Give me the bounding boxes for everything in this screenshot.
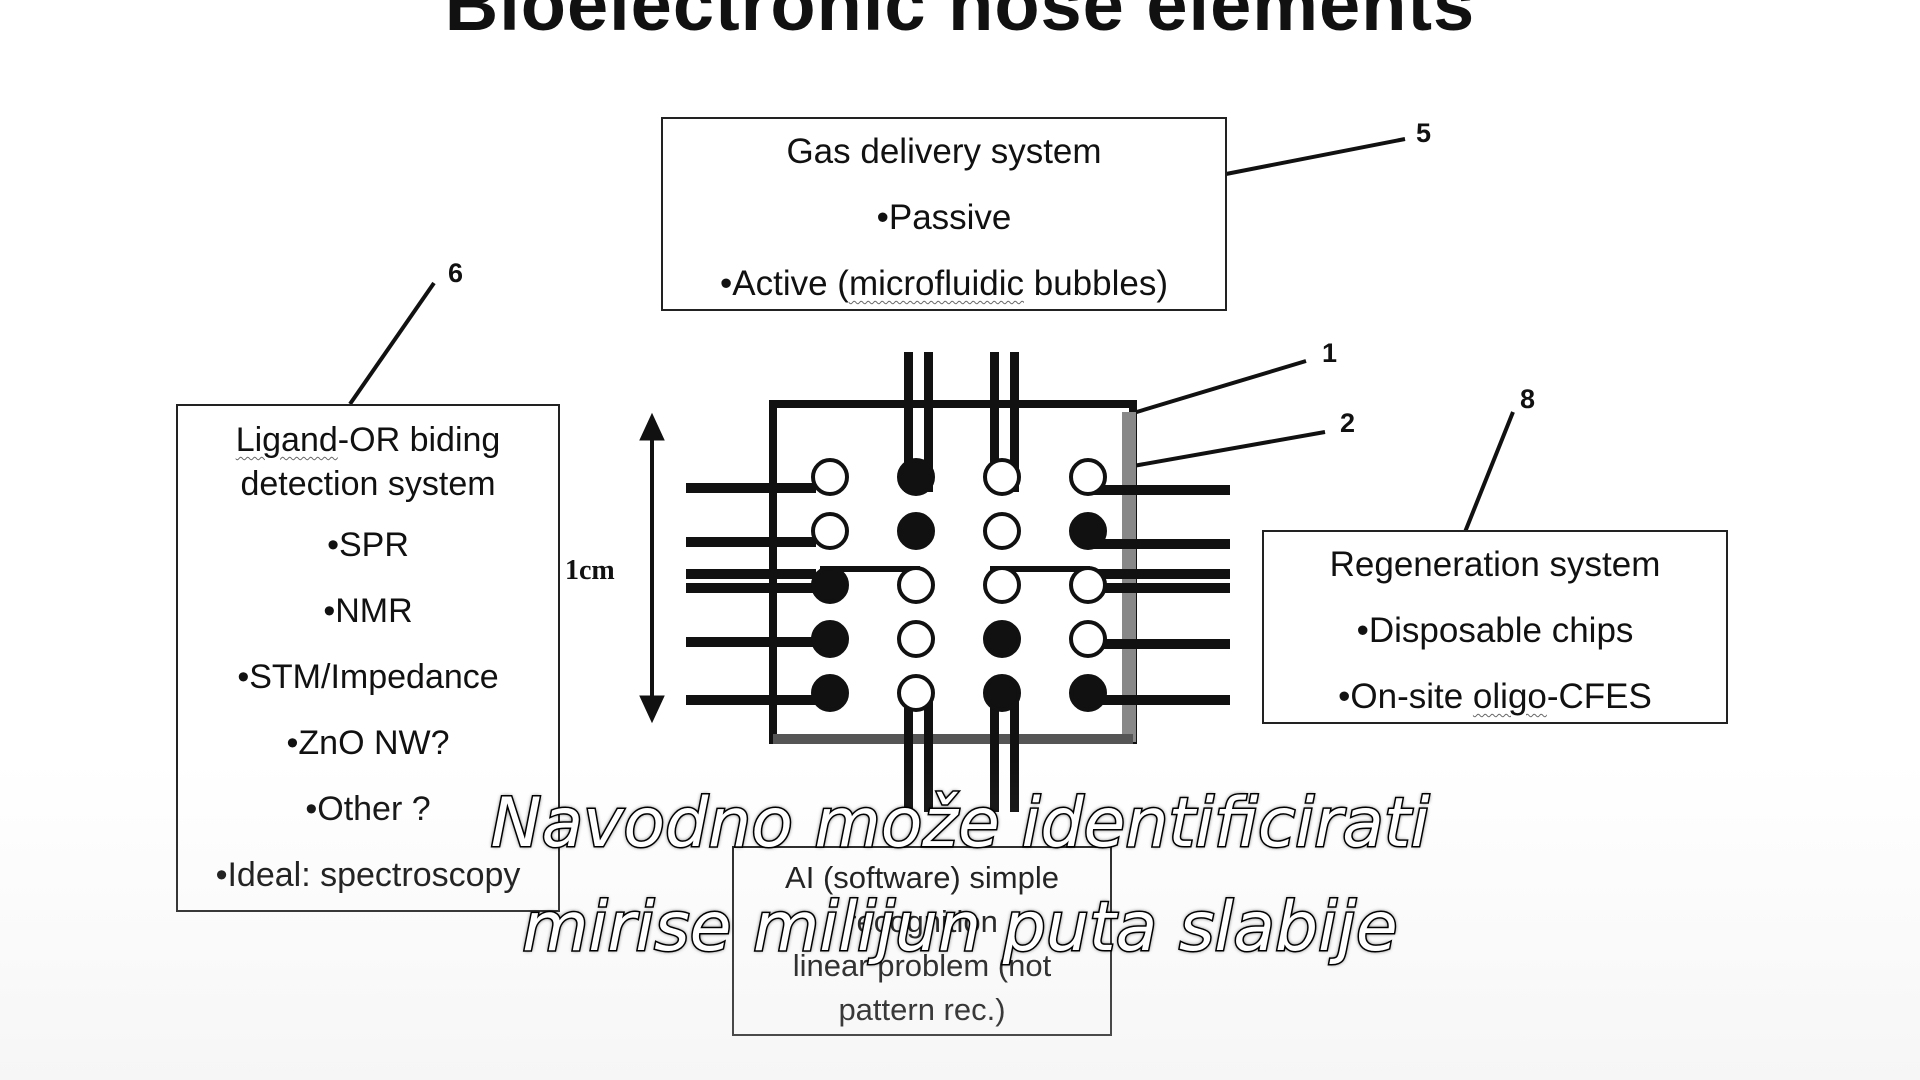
- ligand-heading-rest: -OR biding: [337, 421, 501, 459]
- ai-line-4: pattern rec.): [838, 992, 1006, 1027]
- ai-software-box: AI (software) simple recognition linear …: [732, 846, 1112, 1036]
- chip-well-open: [811, 458, 849, 496]
- regen-item-disposable: •Disposable chips: [1356, 611, 1634, 650]
- chip-trace: [820, 566, 920, 572]
- chip-lead-top: [924, 352, 933, 492]
- gas-item-passive: •Passive: [876, 198, 1012, 237]
- ligand-heading-word: Ligand: [235, 421, 338, 459]
- chip-well-open: [811, 512, 849, 550]
- chip-well-filled: [811, 674, 849, 712]
- subtitle-overlay: Navodno može identificirati mirise milij…: [0, 772, 1920, 980]
- chip-lead-left: [686, 483, 816, 493]
- chip-well-filled: [897, 458, 935, 496]
- regen-item-onsite: •On-site oligo-CFES: [1264, 664, 1726, 730]
- chip-lead-bottom: [904, 700, 913, 812]
- chip-well-open: [1069, 458, 1107, 496]
- gas-item-active-pre: •Active (: [720, 264, 849, 303]
- chip-well-open: [897, 620, 935, 658]
- chip-well-filled: [1069, 512, 1107, 550]
- gas-item-active-post: bubbles): [1024, 264, 1168, 303]
- chip-lead-left: [686, 583, 816, 593]
- chip-lead-top: [1010, 352, 1019, 492]
- sensor-chip: [686, 352, 1230, 812]
- chip-well-open: [983, 458, 1021, 496]
- ligand-detection-box: Ligand-OR biding detection system •SPR •…: [176, 404, 560, 912]
- ligand-item-spr: •SPR: [327, 526, 409, 564]
- chip-lead-bottom: [990, 700, 999, 812]
- chip-lead-right: [1092, 569, 1230, 579]
- chip-lead-right: [1092, 583, 1230, 593]
- callout-1: 1: [1322, 338, 1338, 368]
- regen-item-onsite-post: -CFES: [1546, 677, 1652, 716]
- dimension-arrow: [639, 412, 665, 724]
- chip-well-filled: [983, 674, 1021, 712]
- regeneration-box: Regeneration system •Disposable chips •O…: [1262, 530, 1728, 724]
- chip-well-filled: [811, 620, 849, 658]
- ligand-heading-line1: Ligand-OR biding: [178, 418, 558, 462]
- leader-line-8: [1463, 411, 1515, 533]
- chip-well-open: [983, 512, 1021, 550]
- chip-lead-right: [1092, 485, 1230, 495]
- chip-lead-left: [686, 537, 816, 547]
- chip-well-filled: [897, 512, 935, 550]
- chip-lead-top: [990, 352, 999, 492]
- regen-heading: Regeneration system: [1329, 545, 1661, 584]
- dimension-label: 1cm: [565, 555, 615, 586]
- slide-title: Bioelectronic nose elements: [444, 0, 1476, 46]
- leader-line-2: [1104, 430, 1326, 473]
- gas-item-active-word: microfluidic: [848, 264, 1024, 303]
- gas-delivery-heading: Gas delivery system: [786, 132, 1102, 171]
- chip-well-filled: [983, 620, 1021, 658]
- leader-line-5: [1225, 137, 1406, 176]
- ligand-item-stm: •STM/Impedance: [237, 658, 499, 696]
- chip-trace: [990, 566, 1090, 572]
- ai-line-1: AI (software) simple: [785, 860, 1059, 895]
- callout-6: 6: [448, 258, 464, 288]
- leader-line-1: [1129, 359, 1307, 416]
- chip-lead-right: [1092, 639, 1230, 649]
- chip-well-open: [1069, 566, 1107, 604]
- chip-well-open: [897, 674, 935, 712]
- chip-well-open: [1069, 620, 1107, 658]
- chip-lead-top: [904, 352, 913, 492]
- regen-item-onsite-word: oligo: [1472, 677, 1547, 716]
- regen-item-onsite-pre: •On-site: [1338, 677, 1473, 716]
- callout-5: 5: [1416, 118, 1432, 148]
- callout-2: 2: [1340, 408, 1356, 438]
- chip-lead-right: [1092, 539, 1230, 549]
- chip-lead-bottom: [1010, 700, 1019, 812]
- ligand-item-zno: •ZnO NW?: [286, 724, 450, 762]
- chip-bottom-shadow: [773, 734, 1133, 744]
- chip-lead-bottom: [924, 700, 933, 812]
- callout-8: 8: [1520, 384, 1536, 414]
- leader-line-6: [348, 281, 436, 406]
- gas-item-active: •Active (microfluidic bubbles): [663, 251, 1225, 317]
- chip-well-filled: [1069, 674, 1107, 712]
- chip-lead-right: [1092, 695, 1230, 705]
- chip-lead-left: [686, 695, 816, 705]
- chip-well-open: [983, 566, 1021, 604]
- ligand-item-nmr: •NMR: [323, 592, 413, 630]
- ligand-item-other: •Other ?: [305, 790, 431, 828]
- ai-line-3: linear problem (not: [792, 948, 1052, 983]
- subtitle-line-2: mirise milijun puta slabije: [521, 887, 1399, 969]
- subtitle-line-1: Navodno može identificirati: [489, 783, 1431, 865]
- chip-well-open: [897, 566, 935, 604]
- chip-lead-left: [686, 637, 816, 647]
- ligand-heading-line2: detection system: [240, 465, 496, 503]
- chip-lead-left: [686, 569, 816, 579]
- gas-delivery-box: Gas delivery system •Passive •Active (mi…: [661, 117, 1227, 311]
- chip-well-filled: [811, 566, 849, 604]
- ligand-item-ideal: •Ideal: spectroscopy: [215, 856, 521, 894]
- ai-line-2: recognition: [846, 904, 998, 939]
